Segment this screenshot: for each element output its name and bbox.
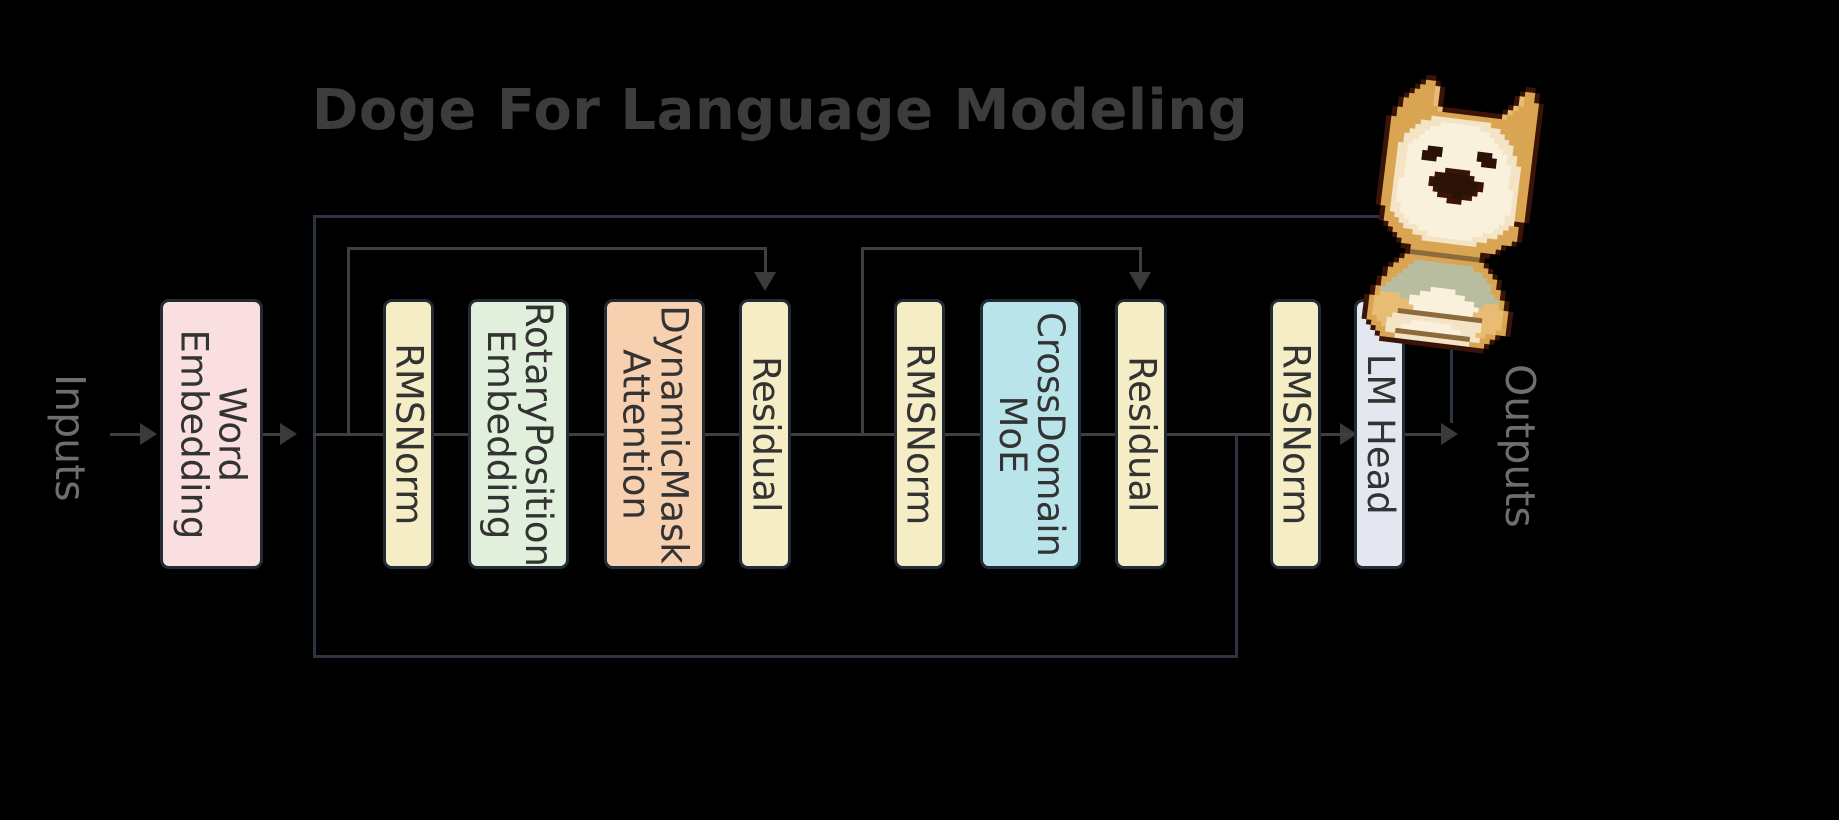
skip-moe-right-vertical (1139, 247, 1142, 285)
node-label: RotaryPosition Embedding (478, 301, 560, 567)
node-dynamicmask-attention[interactable]: DynamicMask Attention (604, 299, 705, 569)
flow-input-to-embedding (110, 433, 148, 436)
node-label: CrossDomain MoE (990, 311, 1072, 557)
flow-arrow-output (1441, 423, 1458, 445)
node-rmsnorm-3[interactable]: RMSNorm (1270, 299, 1321, 569)
flow-main-trunk-1 (313, 433, 383, 436)
skip-outer-left-vertical (313, 215, 316, 658)
flow-moe-to-residual2 (1080, 433, 1116, 436)
output-label: Outputs (1496, 364, 1544, 528)
flow-arrow-block1 (280, 423, 297, 445)
skip-attention-left-vertical (347, 247, 350, 435)
skip-moe-left-vertical (861, 247, 864, 435)
skip-attention-top-horizontal (347, 247, 767, 250)
skip-moe-arrowhead (1129, 272, 1151, 291)
node-label: Residual (1120, 355, 1164, 513)
node-label: RMSNorm (898, 342, 942, 526)
node-rmsnorm-2[interactable]: RMSNorm (894, 299, 945, 569)
flow-rmsnorm1-to-rope (433, 433, 469, 436)
flow-attn-to-residual1 (704, 433, 740, 436)
node-label: RMSNorm (387, 342, 431, 526)
node-word-embedding[interactable]: Word Embedding (160, 299, 263, 569)
page-title: Doge For Language Modeling (311, 78, 1249, 143)
flow-rmsnorm3-to-lmhead (1320, 433, 1355, 436)
flow-embedding-to-block1 (262, 433, 286, 436)
node-label: LM Head (1358, 353, 1402, 515)
node-label: RMSNorm (1274, 342, 1318, 526)
node-lm-head[interactable]: LM Head (1354, 299, 1405, 569)
skip-moe-top-horizontal (861, 247, 1141, 250)
flow-residual1-to-rmsnorm2 (790, 433, 895, 436)
skip-attention-right-vertical (764, 247, 767, 285)
node-crossdomain-moe[interactable]: CrossDomain MoE (980, 299, 1081, 569)
node-label: Word Embedding (171, 329, 253, 539)
node-label: Residual (744, 355, 788, 513)
skip-bottom-right-vertical (1235, 433, 1238, 658)
flow-lmhead-to-output (1404, 433, 1451, 436)
node-rmsnorm-1[interactable]: RMSNorm (383, 299, 434, 569)
skip-attention-arrowhead (754, 272, 776, 291)
node-residual-1[interactable]: Residual (739, 299, 791, 569)
node-residual-2[interactable]: Residual (1115, 299, 1167, 569)
flow-rope-to-attn (568, 433, 605, 436)
skip-outer-top-horizontal (313, 215, 1453, 218)
node-label: DynamicMask Attention (614, 304, 696, 564)
input-label: Inputs (46, 374, 94, 502)
flow-arrow-embedding (140, 423, 157, 445)
skip-outer-bottom-horizontal (313, 655, 1238, 658)
flow-rmsnorm2-to-moe (944, 433, 981, 436)
node-rotary-position-embedding[interactable]: RotaryPosition Embedding (468, 299, 569, 569)
doge-icon (1344, 68, 1546, 358)
flow-residual2-to-rmsnorm3 (1166, 433, 1346, 436)
